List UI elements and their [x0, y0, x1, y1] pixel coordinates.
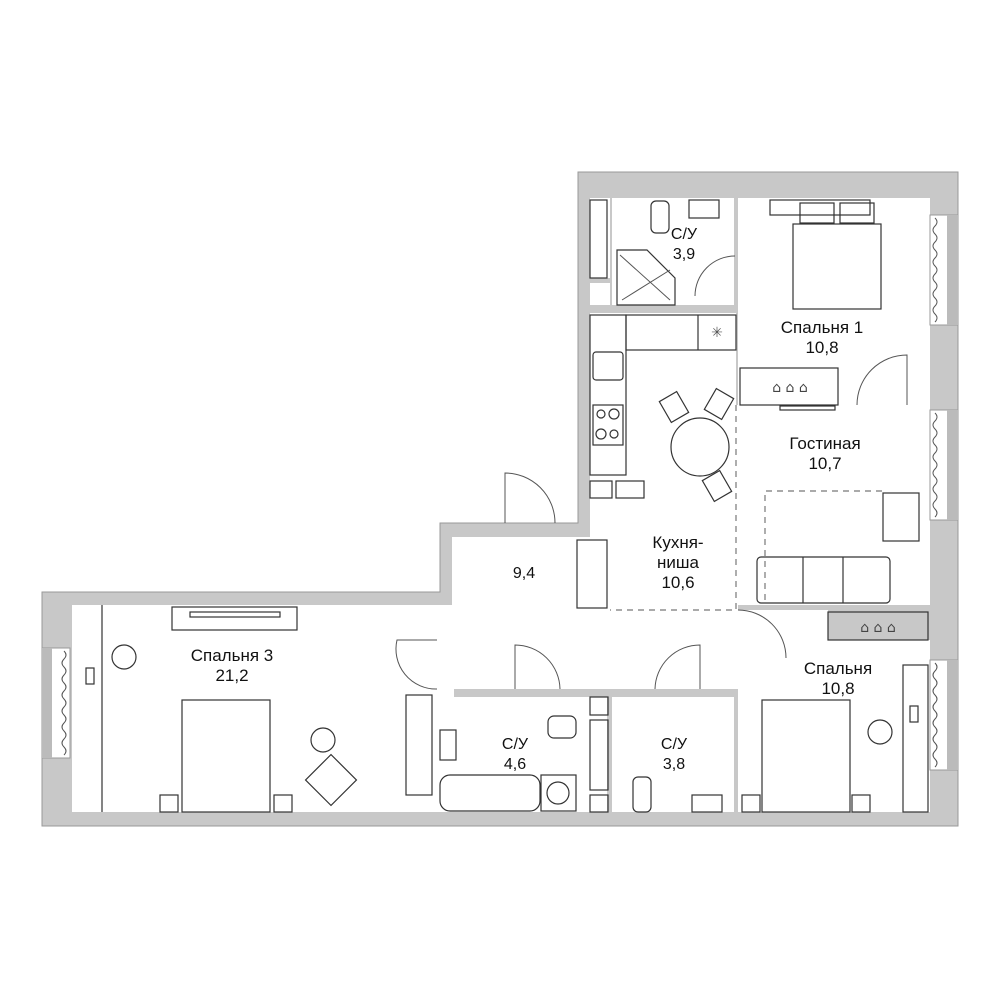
- room-label-bedroom-3: Спальня 3 21,2: [191, 646, 274, 686]
- room-name: Спальня 3: [190, 646, 274, 665]
- room-area: 10,6: [661, 573, 695, 592]
- room-area: 21,2: [215, 666, 249, 685]
- bedroom-3-furniture: [85, 605, 433, 813]
- svg-text:⌂ ⌂ ⌂: ⌂ ⌂ ⌂: [772, 380, 808, 396]
- bedroom-2-furniture: [741, 664, 929, 813]
- kitchen-furniture: ✳: [576, 314, 737, 611]
- room-interiors: [72, 198, 930, 812]
- room-name: Гостиная: [789, 434, 861, 453]
- room-label-bedroom-1: Спальня 1 10,8: [781, 318, 864, 358]
- room-name: Спальня 1: [780, 318, 864, 337]
- room-name-line1: Кухня-: [652, 533, 704, 552]
- room-label-bath-top: С/У 3,9: [671, 225, 697, 265]
- room-label-bedroom-2: Спальня 10,8: [804, 659, 872, 699]
- svg-text:⌂ ⌂ ⌂: ⌂ ⌂ ⌂: [860, 620, 896, 636]
- room-label-bath-right: С/У 3,8: [661, 735, 687, 775]
- living-furniture: ⌂ ⌂ ⌂: [756, 490, 929, 641]
- room-name: С/У: [670, 226, 698, 243]
- bath-top-fixtures: [589, 199, 720, 306]
- room-area: 3,9: [672, 246, 696, 263]
- room-name: С/У: [660, 736, 688, 753]
- room-area: 9,4: [512, 565, 536, 582]
- room-name: С/У: [501, 736, 529, 753]
- bath-right-fixtures: [632, 776, 723, 813]
- bath-left-fixtures: [439, 696, 609, 813]
- room-label-kitchen: Кухня- ниша 10,6: [652, 533, 703, 593]
- svg-text:✳: ✳: [711, 325, 723, 341]
- room-label-bath-left: С/У 4,6: [502, 735, 528, 775]
- doors: [395, 255, 908, 690]
- room-area: 10,8: [821, 679, 855, 698]
- room-name-line2: ниша: [657, 553, 699, 572]
- room-area: 4,6: [503, 756, 527, 773]
- windows: [41, 214, 959, 771]
- room-area: 3,8: [662, 756, 686, 773]
- room-area: 10,7: [808, 454, 842, 473]
- room-label-hall: 9,4: [513, 564, 535, 584]
- bedroom-1-furniture: ⌂ ⌂ ⌂: [739, 199, 882, 411]
- room-name: Спальня: [803, 659, 873, 678]
- room-area: 10,8: [805, 338, 839, 357]
- room-label-living: Гостиная 10,7: [789, 434, 860, 474]
